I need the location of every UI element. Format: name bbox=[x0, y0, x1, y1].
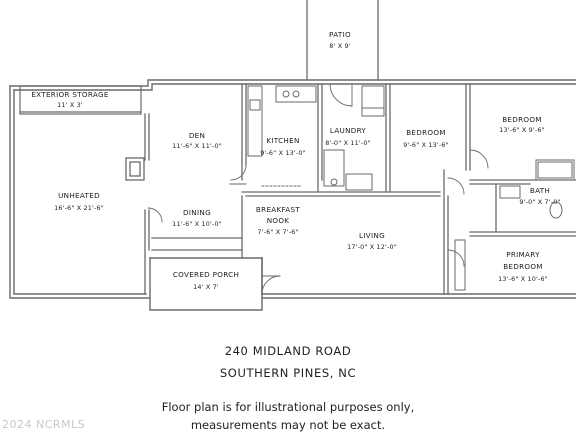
bedroom-1-label: BEDROOM bbox=[406, 128, 446, 137]
dining-size: 11'-6" X 10'-0" bbox=[172, 220, 222, 228]
bedroom-2-label: BEDROOM bbox=[502, 115, 542, 124]
covered-porch-size: 14' X 7' bbox=[193, 283, 219, 291]
den-size: 11'-6" X 11'-0" bbox=[172, 142, 222, 150]
bath-size: 9'-0" X 7'-0" bbox=[519, 198, 560, 206]
living-label: LIVING bbox=[359, 231, 385, 240]
storage-walls bbox=[19, 85, 142, 115]
interior-walls bbox=[125, 83, 576, 295]
unheated-label: UNHEATED bbox=[58, 191, 100, 200]
bedroom-1-size: 9'-6" X 13'-6" bbox=[403, 141, 449, 149]
watermark: 2024 NCRMLS bbox=[2, 418, 86, 431]
living-size: 17'-0" X 12'-0" bbox=[347, 243, 397, 251]
unheated-size: 16'-6" X 21'-6" bbox=[54, 204, 104, 212]
disclaimer-line-1: Floor plan is for illustrational purpose… bbox=[161, 400, 415, 414]
den-label: DEN bbox=[189, 131, 205, 140]
patio-outline bbox=[306, 0, 379, 81]
walls bbox=[9, 0, 576, 311]
kitchen-size: 9'-6" X 13'-0" bbox=[260, 149, 306, 157]
breakfast-nook-label-2: NOOK bbox=[267, 216, 290, 225]
dining-label: DINING bbox=[183, 208, 211, 217]
primary-bedroom-label-2: BEDROOM bbox=[503, 262, 543, 271]
door-swings bbox=[147, 83, 489, 295]
exterior-storage-size: 11' X 3' bbox=[57, 101, 83, 109]
address-line-1: 240 MIDLAND ROAD bbox=[224, 344, 352, 358]
breakfast-nook-size: 7'-6" X 7'-6" bbox=[257, 228, 298, 236]
exterior-storage-label: EXTERIOR STORAGE bbox=[31, 90, 108, 99]
primary-bedroom-size: 13'-6" X 10'-6" bbox=[498, 275, 548, 283]
covered-porch-label: COVERED PORCH bbox=[173, 270, 239, 279]
kitchen-fixtures bbox=[247, 85, 317, 187]
laundry-label: LAUNDRY bbox=[330, 126, 367, 135]
bedroom-2-size: 13'-6" X 9'-6" bbox=[499, 126, 545, 134]
room-labels: PATIO 8' X 9' EXTERIOR STORAGE 11' X 3' … bbox=[31, 30, 560, 291]
breakfast-nook-label: BREAKFAST bbox=[256, 205, 300, 214]
bath-label: BATH bbox=[530, 186, 550, 195]
primary-bedroom-label: PRIMARY bbox=[506, 250, 540, 259]
laundry-size: 8'-0" X 11'-0" bbox=[325, 139, 371, 147]
laundry-fixtures bbox=[323, 85, 385, 191]
kitchen-label: KITCHEN bbox=[266, 136, 299, 145]
patio-label: PATIO bbox=[329, 30, 351, 39]
address-line-2: SOUTHERN PINES, NC bbox=[219, 366, 357, 380]
patio-size: 8' X 9' bbox=[329, 42, 351, 50]
disclaimer-line-2: measurements may not be exact. bbox=[190, 418, 386, 432]
bath-fixtures bbox=[454, 159, 575, 291]
